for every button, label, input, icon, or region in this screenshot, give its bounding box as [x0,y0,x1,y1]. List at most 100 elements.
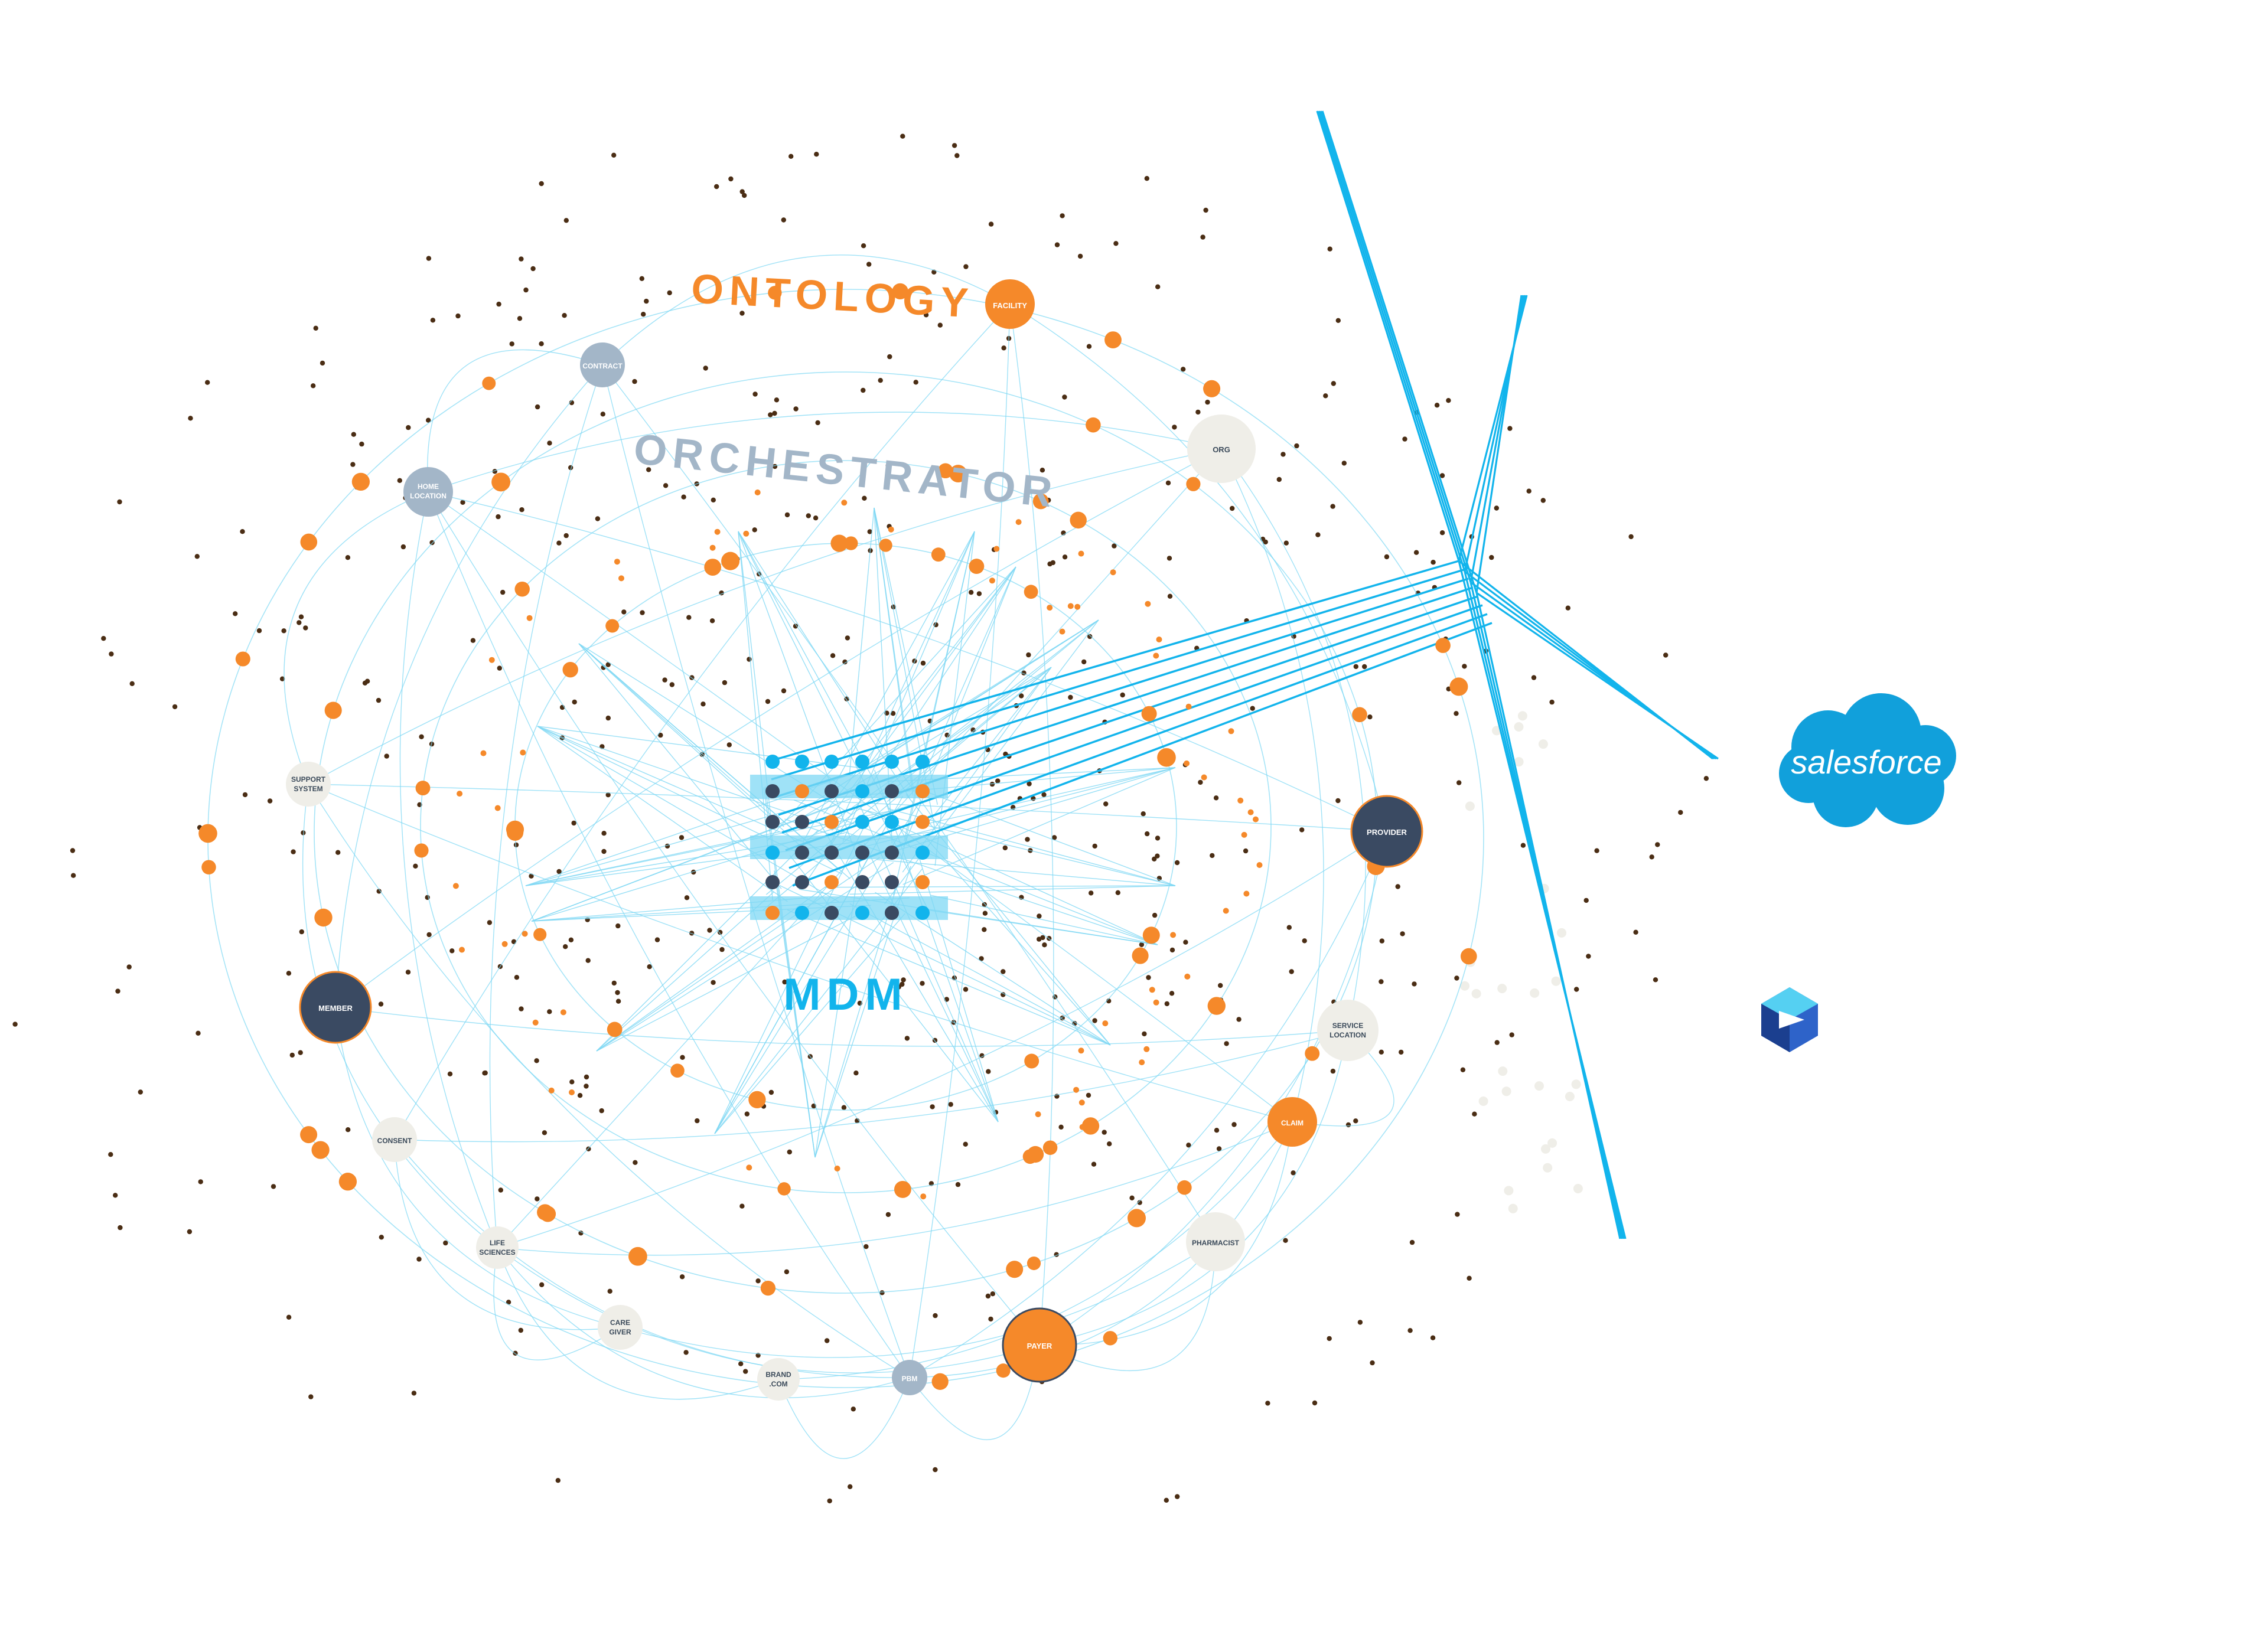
entity-node-contract: CONTRACT [580,342,625,387]
background-dot [460,500,465,505]
matrix-dot [795,755,809,769]
background-dot [535,1196,540,1202]
background-dot [830,653,836,658]
background-dot [605,792,611,798]
orange-node [1081,1117,1100,1135]
background-dot [954,153,960,158]
orange-dot [834,1166,840,1171]
entity-node-support-system: SUPPORT SYSTEM [286,762,331,807]
background-dot [563,533,569,539]
background-dot [1402,436,1407,442]
background-dot [951,143,957,148]
background-dot [1183,939,1188,945]
background-dot [1092,1018,1097,1023]
background-dot [496,301,501,307]
background-dot [866,262,872,267]
entity-connection [335,1007,621,1328]
orange-dot [520,749,526,756]
background-dot [413,863,418,869]
background-dot [379,1235,384,1240]
background-dot [1409,1239,1415,1245]
background-dot [639,276,645,281]
orange-node [1435,638,1451,653]
background-dot [989,781,995,787]
background-dot [920,660,926,666]
orange-node [415,781,431,796]
background-dot [313,325,318,331]
background-dot [1051,835,1057,840]
background-dot [1152,912,1158,918]
entity-connection [909,831,1387,1378]
orange-node [1027,1256,1041,1271]
background-dot [845,635,850,641]
entity-connection [1009,303,1387,832]
network-edge [827,531,975,849]
hexagon-cube-logo [1761,987,1818,1052]
network-edge [814,889,897,1158]
matrix-dot [765,784,780,798]
background-dot [1195,409,1201,415]
node-label-facility: FACILITY [993,301,1027,310]
background-dot [739,189,745,194]
background-dot [970,727,976,733]
orange-dot [1228,728,1234,735]
background-dot [848,1484,853,1489]
background-dot [416,1257,422,1262]
orange-node [748,1091,766,1109]
orange-node [338,1173,357,1191]
entity-connection [497,831,1387,1248]
orange-dot [1184,760,1190,766]
matrix-dot [795,784,809,798]
background-dot [879,1290,885,1295]
node-label-support-system-2: SYSTEM [294,785,322,793]
background-dot [863,1244,869,1249]
orange-dot [501,941,508,947]
background-dot [982,910,988,916]
background-dot [518,1327,523,1333]
orange-dot [1074,603,1081,610]
faint-dot [1465,801,1475,811]
background-dot [752,527,757,533]
background-dot [1091,1161,1097,1167]
node-label-life-sciences-2: SCIENCES [479,1248,515,1257]
background-dot [605,715,611,721]
background-dot [686,615,692,620]
background-dot [1413,550,1419,555]
entity-connection [428,491,910,1378]
background-dot [1467,1275,1472,1281]
background-dot [1169,947,1175,953]
background-dot [1594,848,1599,853]
orange-dot [1153,999,1159,1006]
entity-connection [427,349,603,492]
background-dot [669,682,675,687]
background-dot [867,529,872,534]
entity-connection [1292,1030,1394,1127]
network-edge [578,643,782,889]
background-dot [774,397,780,403]
orange-dot [709,544,716,551]
orange-node [1024,585,1038,599]
background-dot [969,590,974,595]
background-dot [853,1071,859,1076]
background-dot [1362,664,1367,670]
background-dot [535,404,540,410]
background-dot [487,920,493,925]
background-dot [271,1184,276,1189]
background-dot [1037,913,1042,919]
integration-line [1476,592,1719,760]
background-dot [1407,1328,1413,1333]
background-dot [654,937,660,942]
node-label-life-sciences-1: LIFE [490,1239,505,1247]
orange-node [1104,331,1122,349]
node-label-org: ORG [1213,445,1230,454]
node-label-payer: PAYER [1027,1342,1052,1350]
background-dot [286,971,292,976]
background-dot [930,1104,935,1109]
background-dot [1703,776,1709,781]
orbit-ring [420,460,1272,1193]
background-dot [1087,634,1093,639]
network-edge [787,909,1111,1046]
orange-dot [459,947,465,953]
background-dot [1203,207,1208,213]
background-dot [1379,1049,1384,1055]
